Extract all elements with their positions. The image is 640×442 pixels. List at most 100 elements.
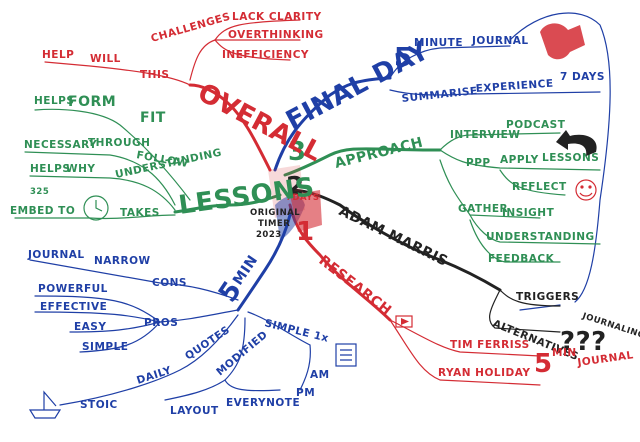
branch-approach-reflect — [499, 169, 566, 196]
branch-5min-ampm — [299, 344, 311, 391]
branch-overall-challenges-inef — [214, 39, 291, 61]
research-tim: TIM FERRISS — [450, 339, 530, 351]
guest-number: 2 — [286, 172, 305, 202]
min5-am: AM — [310, 369, 330, 381]
guest-badge: 7DAYS — [286, 193, 320, 203]
curved-arrow-icon — [556, 130, 597, 156]
boat-icon — [28, 390, 62, 419]
lessons-num: 325 — [30, 187, 49, 197]
min5-narrow: NARROW — [94, 255, 151, 267]
branch-approach-interview — [439, 132, 561, 151]
branch-guest-alternatives — [488, 289, 561, 333]
branch-approach-feedback — [469, 219, 561, 263]
approach-feedback: FEEDBACK — [488, 253, 555, 265]
branch-feedback-loop — [509, 12, 611, 303]
approach-podcast: PODCAST — [506, 119, 566, 131]
branch-overall — [188, 83, 272, 172]
min5-journal: JOURNAL — [27, 249, 85, 261]
branch-overall-help — [44, 61, 191, 86]
center-line3: 2023 — [256, 230, 282, 240]
overall-fit: FIT — [140, 110, 166, 126]
branch-5min-pros-easy — [69, 321, 161, 333]
guest-name: ADAM MARRIS — [336, 203, 450, 270]
final-day-experience: EXPERIENCE — [475, 78, 554, 95]
branch-5min-everynote — [224, 379, 281, 392]
branch-lessons-whyunder — [29, 175, 176, 211]
branch-5min-cons — [29, 259, 239, 301]
document-icon — [335, 343, 357, 367]
center-line1: ORIGINAL — [250, 208, 300, 218]
min5-stoic: STOIC — [80, 399, 118, 411]
central-node — [268, 165, 322, 240]
branch-5min-pros-simple — [79, 321, 161, 353]
play-icon — [395, 315, 413, 328]
approach-apply: APPLY — [500, 154, 539, 166]
lessons-helps: HELPS — [30, 163, 70, 175]
overall-lack: LACK CLARITY — [232, 11, 322, 23]
approach-number: 3 — [288, 137, 307, 167]
overall-form: FORM — [68, 94, 116, 110]
smiley-icon — [575, 179, 597, 201]
overall-inefficiency: INEFFICIENCY — [222, 49, 309, 61]
lessons-why: WHY — [66, 163, 95, 175]
lessons-understanding: UNDERSTANDING — [114, 147, 223, 181]
overall-this: THIS — [140, 69, 169, 81]
branch-5min-pros — [159, 309, 239, 323]
branch-guest — [288, 188, 502, 292]
overall-help: HELP — [42, 49, 74, 61]
final-day-minute: MINUTE — [414, 37, 463, 49]
final-day-days: 7 DAYS — [560, 71, 605, 83]
overall-will: WILL — [90, 53, 121, 65]
approach-understanding: UNDERSTANDING — [486, 231, 595, 243]
research-label: RESEARCH — [316, 253, 395, 320]
branch-approach-ppp — [439, 149, 601, 171]
min5-everynote: EVERYNOTE — [226, 397, 300, 409]
branch-5min-pros-eff — [34, 311, 161, 323]
branch-overall-challenges — [189, 39, 216, 81]
approach-gather: GATHER — [458, 203, 508, 215]
branch-guest-triggers — [499, 289, 561, 307]
branch-lessons-embed — [14, 214, 176, 220]
branch-5min-simple1x — [247, 311, 311, 346]
branch-research-tim — [389, 319, 541, 357]
overall-overthinking: OVERTHINKING — [228, 29, 324, 41]
branch-final-day-summarise — [389, 89, 601, 96]
min5-powerful: POWERFUL — [38, 283, 108, 295]
branch-lessons-necessary — [24, 151, 176, 206]
research-min: MIN — [552, 347, 577, 359]
branch-5min-stoic — [59, 314, 239, 406]
min5-simple1x: SIMPLE 1x — [263, 317, 330, 345]
approach-lessons: LESSONS — [542, 152, 599, 164]
central-caption: ORIGINAL TIMER 2023 — [250, 208, 300, 240]
final-day-number: 5 — [394, 43, 413, 73]
final-day-journal: JOURNAL — [471, 35, 529, 47]
min5-layout: LAYOUT — [170, 405, 219, 417]
branch-lessons — [173, 193, 282, 214]
branch-overall-challenges-lack — [214, 19, 301, 41]
min5-cons: CONS — [152, 277, 187, 289]
approach-insight: INSIGHT — [502, 207, 555, 219]
min5-pros: PROS — [144, 317, 178, 329]
research-number: 1 — [296, 217, 315, 247]
lessons-through: THROUGH — [88, 137, 150, 149]
branch-final-day-minute — [389, 45, 511, 79]
seven-arrow-icon — [540, 23, 585, 60]
overall-helps: HELPS — [34, 95, 74, 107]
min5-quotes: QUOTES — [183, 324, 232, 363]
branch-final-day — [273, 76, 392, 172]
research-ryan: RYAN HOLIDAY — [438, 367, 530, 379]
approach-interview: INTERVIEW — [450, 129, 520, 141]
research-five: 5 — [534, 349, 553, 379]
clock-icon — [83, 195, 109, 221]
lessons-takes: TAKES — [120, 207, 160, 219]
min5-easy: EASY — [74, 321, 106, 333]
min5-pm: PM — [296, 387, 315, 399]
min5-effective: EFFECTIVE — [40, 301, 107, 313]
branch-approach — [283, 147, 442, 177]
branch-5min-pros-pow — [34, 295, 161, 323]
center-line2: TIMER — [258, 219, 290, 229]
branch-research-ryan — [389, 319, 541, 386]
lessons-embed: EMBED TO — [10, 205, 75, 217]
